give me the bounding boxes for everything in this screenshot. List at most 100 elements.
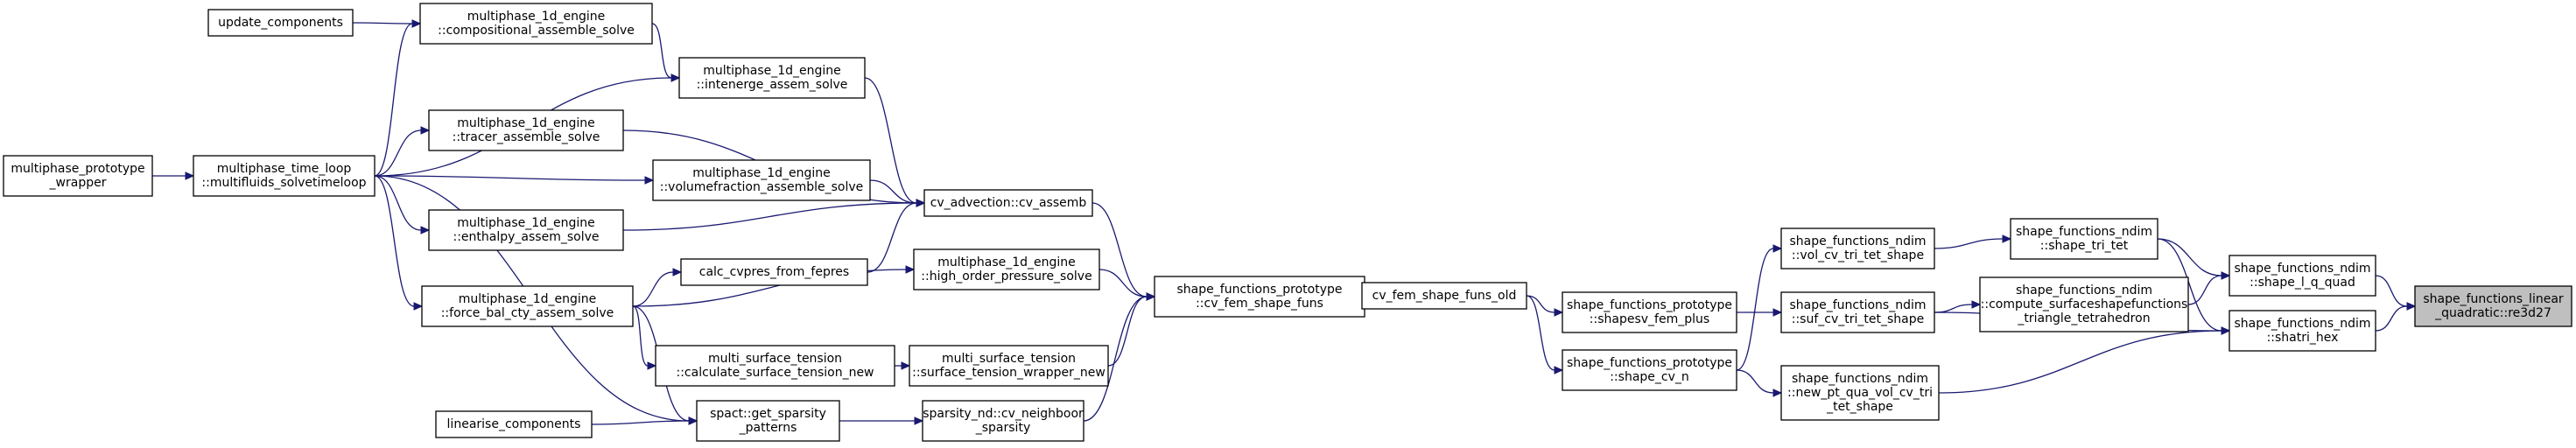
arrowhead [1772,388,1783,397]
node-label: ::shape_cv_n [1610,370,1689,384]
function-node[interactable]: multiphase_1d_engine::enthalpy_assem_sol… [428,209,624,251]
arrowhead [1146,292,1156,301]
arrowhead [914,416,924,425]
function-node[interactable]: shape_functions_ndim::shape_l_q_quad [2229,255,2376,297]
function-node[interactable]: multi_surface_tension::surface_tension_w… [909,345,1109,387]
node-label: multiphase_1d_engine [457,116,595,130]
function-node[interactable]: multiphase_1d_engine::high_order_pressur… [913,248,1100,290]
node-box[interactable] [680,258,868,286]
node-box[interactable] [913,248,1100,290]
arrowhead [420,226,431,234]
function-node[interactable]: shape_functions_prototype::shape_cv_n [1562,349,1737,391]
node-box[interactable] [193,155,376,197]
node-label: ::tracer_assemble_solve [453,130,600,144]
node-box[interactable] [678,57,866,99]
call-edge [374,175,422,231]
call-edge [1107,296,1148,367]
function-node[interactable]: spact::get_sparsity_patterns [696,400,840,442]
function-node[interactable]: shape_functions_ndim::suf_cv_tri_tet_sha… [1780,291,1935,333]
function-node[interactable]: shape_functions_ndim::new_pt_qua_vol_cv_… [1780,365,1940,421]
node-label: shape_functions_ndim [2234,262,2370,276]
node-label: ::suf_cv_tri_tet_shape [1792,312,1924,326]
function-node[interactable]: multiphase_1d_engine::intenerge_assem_so… [678,57,866,99]
edges-layer [152,19,2417,425]
node-box[interactable] [652,159,871,201]
function-node[interactable]: shape_functions_ndim::shatri_hex [2229,310,2376,352]
node-box[interactable] [923,189,1093,217]
function-node[interactable]: linearise_components [435,410,593,438]
node-label: _sparsity [975,421,1030,435]
function-node[interactable]: multi_surface_tension::calculate_surface… [655,345,895,387]
arrowhead [420,126,431,135]
node-box[interactable] [922,400,1084,442]
node-box [2414,285,2572,327]
node-box[interactable] [421,285,634,327]
node-box[interactable] [696,400,840,442]
function-node[interactable]: shape_functions_prototype::shapesv_fem_p… [1562,291,1737,333]
function-node[interactable]: multiphase_1d_engine::volumefraction_ass… [652,159,871,201]
call-edge [2187,275,2222,305]
node-label: sparsity_nd::cv_neighboor [923,407,1084,421]
node-box[interactable] [1361,282,1527,310]
node-label: ::high_order_pressure_solve [921,270,1091,284]
node-label: multiphase_1d_engine [467,10,606,24]
node-box[interactable] [1780,365,1940,421]
function-node[interactable]: multiphase_1d_engine::force_bal_cty_asse… [421,285,634,327]
function-node[interactable]: cv_advection::cv_assemb [923,189,1093,217]
function-node[interactable]: shape_functions_prototype::cv_fem_shape_… [1154,276,1365,318]
function-node[interactable]: shape_functions_ndim::compute_surfacesha… [1979,276,2189,332]
node-box[interactable] [1780,291,1935,333]
arrowhead [644,176,655,185]
function-node[interactable]: multiphase_prototype_wrapper [3,155,153,197]
function-node[interactable]: calc_cvpres_from_fepres [680,258,868,286]
node-box[interactable] [419,3,653,45]
node-box[interactable] [207,9,354,37]
function-node[interactable]: multiphase_1d_engine::tracer_assemble_so… [428,109,624,151]
call-edge [374,175,415,307]
node-label: shape_functions_ndim [1789,298,1926,312]
node-label: ::compute_surfaceshapefunctions [1981,298,2188,312]
function-node[interactable]: multiphase_time_loop::multifluids_solvet… [193,155,376,197]
arrowhead [672,268,683,276]
node-label: ::vol_cv_tri_tet_shape [1792,248,1924,262]
function-node[interactable]: sparsity_nd::cv_neighboor_sparsity [922,400,1084,442]
node-box[interactable] [655,345,895,387]
node-label: multiphase_1d_engine [937,256,1076,270]
function-node[interactable]: shape_functions_ndim::vol_cv_tri_tet_sha… [1780,228,1935,270]
arrowhead [2002,234,2012,243]
node-label: ::shape_l_q_quad [2250,276,2355,290]
node-box[interactable] [1562,291,1737,333]
node-box[interactable] [2010,218,2158,260]
node-box[interactable] [2229,255,2376,297]
node-label: multiphase_time_loop [217,162,352,176]
arrowhead [1971,300,1982,309]
node-label: shape_functions_ndim [2234,317,2370,331]
node-box[interactable] [1154,276,1365,318]
function-node[interactable]: multiphase_1d_engine::compositional_asse… [419,3,653,45]
function-node[interactable]: shape_functions_ndim::shape_tri_tet [2010,218,2158,260]
node-box[interactable] [1562,349,1737,391]
call-edge [374,130,422,177]
call-edge [869,179,917,204]
node-box[interactable] [2229,310,2376,352]
node-box[interactable] [435,410,593,438]
node-box[interactable] [1979,276,2189,332]
node-box[interactable] [909,345,1109,387]
call-edge [1098,269,1148,298]
node-label: shape_functions_prototype [1567,298,1732,312]
call-edge [1736,369,1774,394]
function-node[interactable]: update_components [207,9,354,37]
node-label: shape_functions_prototype [1567,356,1732,370]
node-box[interactable] [1780,228,1935,270]
arrowhead [901,361,911,370]
node-label: cv_fem_shape_funs_old [1372,289,1517,303]
node-box[interactable] [428,109,624,151]
node-label: shape_functions_ndim [2016,225,2152,239]
node-label: calc_cvpres_from_fepres [699,265,849,279]
arrowhead [1554,366,1564,374]
function-node[interactable]: cv_fem_shape_funs_old [1361,282,1527,310]
node-label: _wrapper [49,176,107,190]
node-box[interactable] [3,155,153,197]
node-box[interactable] [428,209,624,251]
